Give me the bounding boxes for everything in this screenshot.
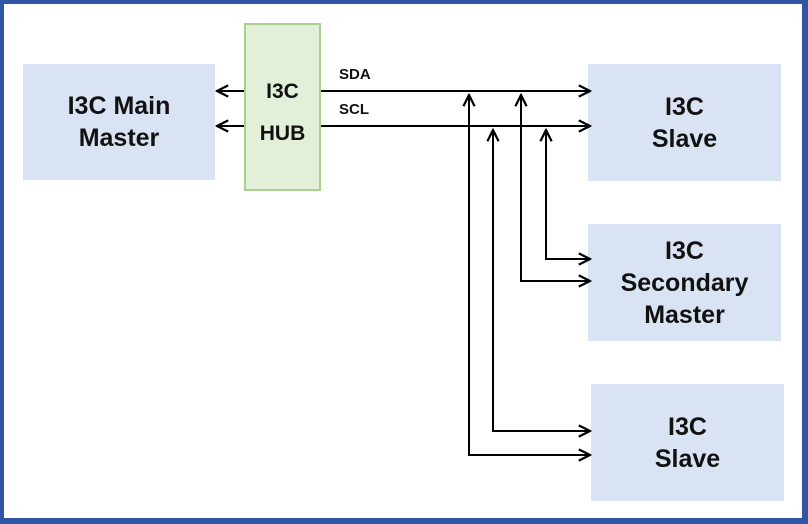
slave-top-line1: I3C	[665, 92, 704, 121]
hub-line2: HUB	[259, 122, 306, 145]
sda-label: SDA	[339, 66, 371, 83]
slave-top-line2: Slave	[651, 124, 718, 153]
secondary-line3: Master	[644, 300, 725, 329]
secondary-line1: I3C	[665, 236, 704, 265]
slave-bottom-sda-link	[469, 95, 590, 455]
i3c-slave-bottom-block: I3C Slave	[591, 384, 784, 501]
main-master-line1: I3C Main	[67, 92, 171, 120]
main-master-line2: Master	[78, 124, 160, 152]
slave-bottom-line2: Slave	[654, 444, 721, 473]
scl-label: SCL	[339, 101, 369, 118]
i3c-hub-block: I3C HUB	[244, 23, 321, 191]
secondary-sda-link	[521, 95, 590, 281]
secondary-line2: Secondary	[620, 268, 749, 297]
slave-bottom-line1: I3C	[668, 412, 707, 441]
hub-line1: I3C	[266, 80, 299, 103]
i3c-slave-top-block: I3C Slave	[588, 64, 781, 181]
slave-bottom-scl-link	[493, 130, 590, 431]
secondary-scl-link	[546, 130, 590, 259]
